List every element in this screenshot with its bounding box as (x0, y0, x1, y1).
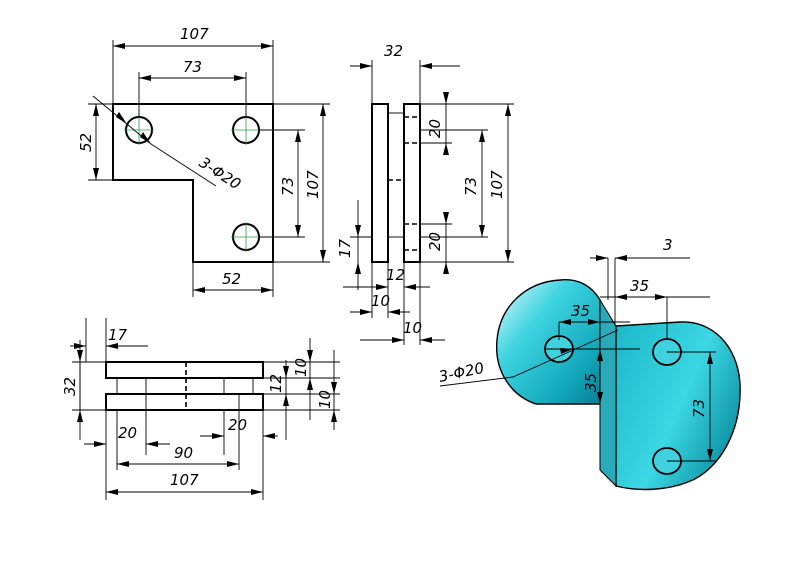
iso-edge-strip (599, 298, 617, 488)
side-dim-thickness-left: 10 (371, 292, 390, 310)
side-right-plate (403, 103, 421, 263)
iso-dim-offset: 3 (663, 236, 673, 254)
front-hole-bottom-right (231, 222, 261, 252)
front-dim-height-left: 52 (77, 133, 95, 152)
side-dim-gap-middle: 12 (386, 266, 405, 284)
side-dim-edge-to-hole-top: 20 (426, 119, 444, 138)
front-dim-width-total: 107 (180, 25, 209, 43)
front-dim-hole-spacing-horizontal: 73 (183, 58, 202, 76)
iso-holes-label: 3-Φ20 (437, 359, 486, 386)
top-dim-gap: 12 (267, 374, 285, 393)
iso-dim-hole-spacing: 73 (690, 399, 708, 418)
top-dim-plate-thickness-bottom: 10 (316, 390, 334, 409)
top-view: 17 32 10 12 10 20 (61, 318, 340, 500)
side-dim-thickness-right: 10 (403, 319, 422, 337)
iso-dim-inner: 35 (571, 302, 590, 320)
front-dim-bottom-width: 52 (222, 270, 241, 288)
side-dim-height-total: 107 (488, 170, 506, 199)
top-dim-width-total: 107 (170, 471, 199, 489)
side-dim-overall-width: 32 (384, 42, 403, 60)
front-view: 107 73 52 73 107 52 (77, 25, 330, 297)
iso-dim-top: 35 (630, 277, 649, 295)
side-view: 32 20 73 107 20 17 (336, 42, 514, 345)
front-view-outline (112, 103, 274, 263)
isometric-view: 3 35 35 35 73 3-Φ20 (437, 236, 741, 491)
front-hole-top-left (124, 115, 154, 145)
top-dim-hole-spacing: 90 (174, 444, 193, 462)
top-dim-overall-height: 32 (61, 377, 79, 396)
top-view-lower-plate (105, 393, 264, 411)
top-dim-plate-thickness-top: 10 (292, 358, 310, 377)
front-dim-height-total: 107 (304, 170, 322, 199)
iso-dim-vertical: 35 (582, 373, 600, 392)
top-view-upper-plate (105, 361, 264, 379)
front-hole-top-right (231, 115, 261, 145)
front-holes-label: 3-Φ20 (196, 153, 244, 193)
front-dim-hole-spacing-vertical: 73 (279, 177, 297, 196)
side-left-plate (371, 103, 389, 263)
top-dim-left-segment: 20 (118, 424, 137, 442)
side-dim-hole-spacing: 73 (462, 177, 480, 196)
top-dim-right-segment: 20 (228, 416, 247, 434)
top-dim-left-offset: 17 (108, 326, 128, 344)
side-dim-left-gap: 17 (336, 238, 354, 258)
side-dim-edge-to-hole-bottom: 20 (426, 232, 444, 251)
